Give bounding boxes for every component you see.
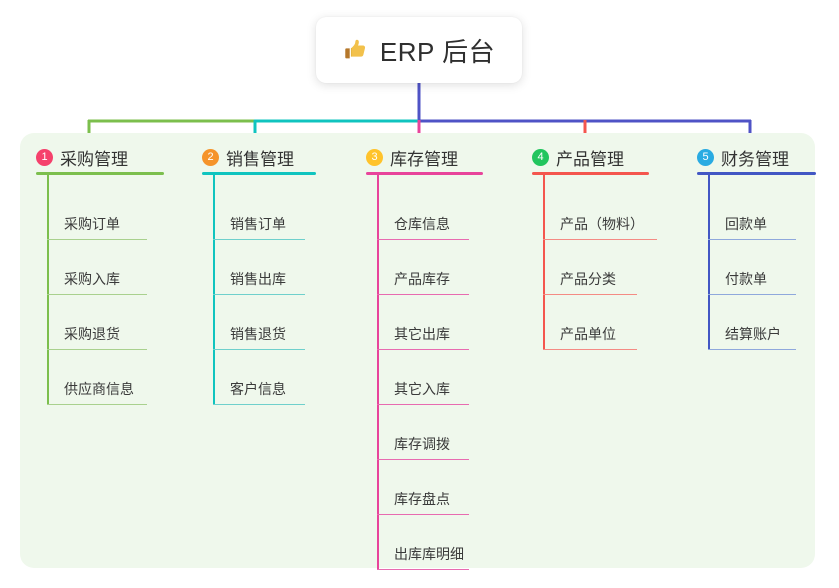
column-spine-1 xyxy=(47,175,49,405)
column-rule-2 xyxy=(202,172,316,175)
leaf-item-label: 产品库存 xyxy=(394,271,450,287)
leaf-item-label: 库存调拨 xyxy=(394,436,450,452)
leaf-item[interactable]: 产品库存 xyxy=(377,240,489,295)
leaf-item-label: 出库库明细 xyxy=(394,546,464,562)
leaf-item-label: 采购订单 xyxy=(64,216,120,232)
column-rule-5 xyxy=(697,172,816,175)
leaf-item-rule xyxy=(213,403,305,405)
leaf-item-label: 产品（物料） xyxy=(560,216,644,232)
column-badge-2: 2 xyxy=(202,149,219,166)
column-badge-1: 1 xyxy=(36,149,53,166)
column-title-4: 产品管理 xyxy=(556,150,624,169)
leaf-item-label: 库存盘点 xyxy=(394,491,450,507)
column-rule-4 xyxy=(532,172,649,175)
leaf-item-rule xyxy=(377,403,469,405)
leaf-item[interactable]: 库存盘点 xyxy=(377,460,489,515)
leaf-item-label: 产品分类 xyxy=(560,271,616,287)
leaf-item-rule xyxy=(377,513,469,515)
leaf-item-label: 供应商信息 xyxy=(64,381,134,397)
leaf-item-label: 其它入库 xyxy=(394,381,450,397)
column-4: 4 产品管理产品（物料） 产品分类产品单位 xyxy=(532,133,679,568)
leaf-item-rule xyxy=(377,293,469,295)
leaf-item[interactable]: 采购退货 xyxy=(47,295,167,350)
leaf-item-rule xyxy=(708,238,796,240)
column-rule-1 xyxy=(36,172,164,175)
column-title-1: 采购管理 xyxy=(60,150,128,169)
leaf-item-rule xyxy=(47,293,147,295)
column-header-3[interactable]: 3 库存管理 xyxy=(366,145,458,170)
column-header-4[interactable]: 4 产品管理 xyxy=(532,145,624,170)
leaf-item-rule xyxy=(47,238,147,240)
leaf-item-label: 其它出库 xyxy=(394,326,450,342)
root-node-card[interactable]: ERP 后台 xyxy=(316,17,522,83)
leaf-item-label: 销售出库 xyxy=(230,271,286,287)
column-title-5: 财务管理 xyxy=(721,150,789,169)
leaf-item[interactable]: 回款单 xyxy=(708,185,816,240)
leaf-item-rule xyxy=(213,238,305,240)
leaf-item[interactable]: 其它出库 xyxy=(377,295,489,350)
root-title: ERP 后台 xyxy=(379,36,496,67)
column-2: 2 销售管理销售订单销售出库销售退货客户信息 xyxy=(202,133,346,568)
leaf-item[interactable]: 销售订单 xyxy=(213,185,325,240)
leaf-item-rule xyxy=(543,348,637,350)
leaf-item-rule xyxy=(47,348,147,350)
column-badge-3: 3 xyxy=(366,149,383,166)
leaf-item-rule xyxy=(377,348,469,350)
column-badge-5: 5 xyxy=(697,149,714,166)
leaf-item-rule xyxy=(708,348,796,350)
leaf-item-rule xyxy=(213,293,305,295)
column-3: 3 库存管理仓库信息产品库存其它出库其它入库库存调拨库存盘点出库库明细 xyxy=(366,133,513,570)
column-spine-2 xyxy=(213,175,215,405)
leaf-item[interactable]: 仓库信息 xyxy=(377,185,489,240)
leaf-item[interactable]: 销售退货 xyxy=(213,295,325,350)
leaf-item-rule xyxy=(708,293,796,295)
column-header-2[interactable]: 2 销售管理 xyxy=(202,145,294,170)
leaf-item-rule xyxy=(543,293,637,295)
leaf-item[interactable]: 产品单位 xyxy=(543,295,677,350)
leaf-item[interactable]: 结算账户 xyxy=(708,295,816,350)
leaf-item-rule xyxy=(377,568,469,570)
column-header-1[interactable]: 1 采购管理 xyxy=(36,145,128,170)
leaf-item-label: 客户信息 xyxy=(230,381,286,397)
leaf-item-label: 采购退货 xyxy=(64,326,120,342)
leaf-item[interactable]: 销售出库 xyxy=(213,240,325,295)
leaf-item[interactable]: 产品（物料） xyxy=(543,185,677,240)
leaf-item[interactable]: 采购入库 xyxy=(47,240,167,295)
leaf-item[interactable]: 客户信息 xyxy=(213,350,325,405)
leaf-item-label: 仓库信息 xyxy=(394,216,450,232)
leaf-item[interactable]: 产品分类 xyxy=(543,240,677,295)
leaf-item[interactable]: 库存调拨 xyxy=(377,405,489,460)
leaf-item-label: 销售订单 xyxy=(230,216,286,232)
leaf-item-rule xyxy=(377,238,469,240)
leaf-item-label: 销售退货 xyxy=(230,326,286,342)
leaf-item-label: 付款单 xyxy=(725,271,767,287)
column-spine-5 xyxy=(708,175,710,350)
column-spine-3 xyxy=(377,175,379,570)
leaf-item[interactable]: 采购订单 xyxy=(47,185,167,240)
leaf-item[interactable]: 出库库明细 xyxy=(377,515,489,570)
diagram-panel: 1 采购管理采购订单采购入库采购退货供应商信息 2 销售管理销售订单销售出库销售退货客… xyxy=(20,133,816,570)
leaf-item-rule xyxy=(377,458,469,460)
thumbs-up-icon xyxy=(343,37,369,63)
column-spine-4 xyxy=(543,175,545,350)
leaf-item-rule xyxy=(543,238,657,240)
leaf-item-label: 结算账户 xyxy=(725,326,781,342)
leaf-item[interactable]: 其它入库 xyxy=(377,350,489,405)
leaf-item-label: 采购入库 xyxy=(64,271,120,287)
leaf-item[interactable]: 付款单 xyxy=(708,240,816,295)
column-title-3: 库存管理 xyxy=(390,150,458,169)
column-badge-4: 4 xyxy=(532,149,549,166)
leaf-item-rule xyxy=(213,348,305,350)
leaf-item[interactable]: 供应商信息 xyxy=(47,350,167,405)
column-5: 5 财务管理回款单付款单结算账户 xyxy=(697,133,839,568)
column-1: 1 采购管理采购订单采购入库采购退货供应商信息 xyxy=(36,133,194,568)
leaf-item-label: 回款单 xyxy=(725,216,767,232)
column-title-2: 销售管理 xyxy=(226,150,294,169)
column-header-5[interactable]: 5 财务管理 xyxy=(697,145,789,170)
column-rule-3 xyxy=(366,172,483,175)
leaf-item-label: 产品单位 xyxy=(560,326,616,342)
leaf-item-rule xyxy=(47,403,147,405)
